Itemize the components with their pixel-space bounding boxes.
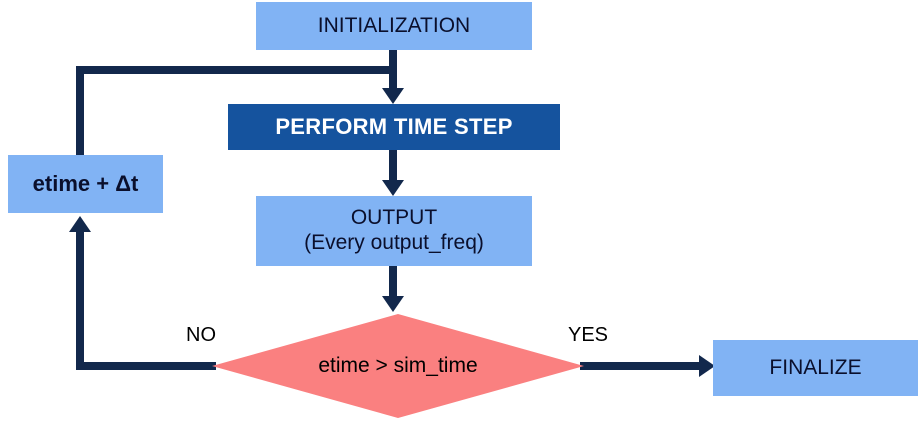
node-output-label-line2: (Every output_freq) <box>304 231 484 254</box>
node-output-label-line1: OUTPUT <box>350 206 438 230</box>
connector-loop-left-vertical <box>76 66 84 158</box>
connector-no-vertical <box>76 232 84 370</box>
arrowhead-no-to-etime <box>69 216 91 232</box>
connector-yes-horizontal <box>580 362 705 370</box>
connector-no-horizontal <box>76 362 216 370</box>
node-initialization-label: INITIALIZATION <box>317 13 471 37</box>
arrowhead-output-to-decision <box>382 296 404 312</box>
arrowhead-step-to-output <box>382 180 404 196</box>
connector-init-to-step <box>389 50 397 90</box>
node-etime-increment[interactable]: etime + Δt <box>8 155 163 213</box>
node-decision-label: etime > sim_time <box>318 354 478 377</box>
node-initialization[interactable]: INITIALIZATION <box>256 2 532 50</box>
edge-label-yes: YES <box>568 324 609 346</box>
connector-output-to-decision <box>389 266 397 298</box>
node-perform-time-step[interactable]: PERFORM TIME STEP <box>228 104 560 150</box>
node-decision[interactable]: etime > sim_time <box>212 314 584 418</box>
node-finalize[interactable]: FINALIZE <box>713 340 918 396</box>
connector-loop-top-horizontal <box>76 66 393 74</box>
arrowhead-init-to-step <box>382 88 404 104</box>
edge-label-no: NO <box>186 324 216 346</box>
connector-step-to-output <box>389 150 397 182</box>
node-perform-time-step-label: PERFORM TIME STEP <box>275 114 513 140</box>
node-etime-increment-label: etime + Δt <box>32 171 139 197</box>
arrowhead-yes-to-finalize <box>699 355 715 377</box>
node-output[interactable]: OUTPUT (Every output_freq) <box>256 196 532 266</box>
node-finalize-label: FINALIZE <box>769 355 862 379</box>
